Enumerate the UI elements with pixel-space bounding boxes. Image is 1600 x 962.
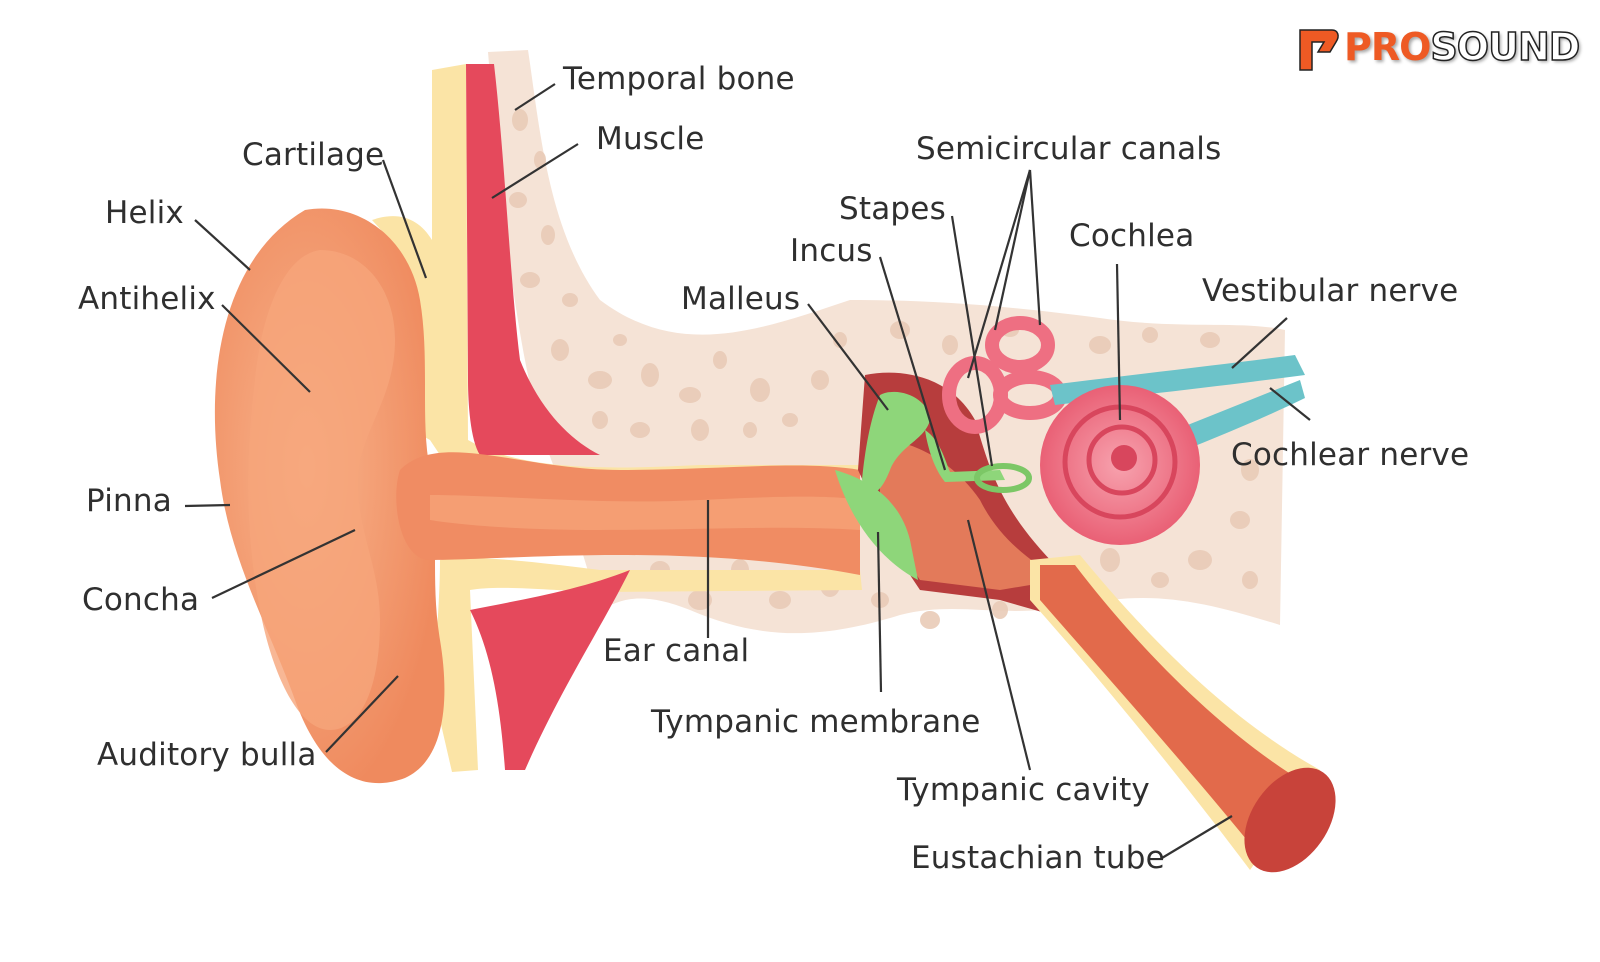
label-incus: Incus: [790, 233, 873, 269]
label-auditory-bulla: Auditory bulla: [97, 737, 317, 773]
label-tympanic-membrane: Tympanic membrane: [651, 704, 981, 740]
label-concha: Concha: [82, 582, 200, 618]
label-temporal-bone: Temporal bone: [563, 61, 795, 97]
label-cochlear-nerve: Cochlear nerve: [1231, 437, 1470, 473]
label-pinna: Pinna: [86, 483, 172, 519]
label-vestibular-nerve: Vestibular nerve: [1202, 273, 1459, 309]
cartilage-shape: [372, 64, 862, 772]
leader-lines: [184, 83, 1311, 859]
label-malleus: Malleus: [681, 281, 801, 317]
logo-text: PROSOUND: [1344, 25, 1581, 69]
label-muscle: Muscle: [596, 121, 705, 157]
label-semicircular-canals: Semicircular canals: [916, 131, 1222, 167]
label-eustachian-tube: Eustachian tube: [911, 840, 1165, 876]
label-ear-canal: Ear canal: [603, 633, 750, 669]
logo-mark-icon: [1299, 29, 1339, 71]
logo-part-pro: PRO: [1344, 25, 1431, 69]
label-cartilage: Cartilage: [242, 137, 385, 173]
label-antihelix: Antihelix: [78, 281, 216, 317]
eustachian-tube-shape: [1030, 555, 1336, 873]
logo-part-sound: SOUND: [1430, 25, 1581, 69]
pinna-shape: [214, 208, 445, 784]
prosound-logo: PROSOUND: [1296, 24, 1586, 80]
label-cochlea: Cochlea: [1069, 218, 1195, 254]
ear-canal-shape: [396, 452, 860, 575]
label-helix: Helix: [105, 195, 184, 231]
label-tympanic-cavity: Tympanic cavity: [897, 772, 1150, 808]
muscle-shape: [466, 64, 630, 770]
tympanic-membrane-shape: [835, 470, 918, 580]
label-stapes: Stapes: [839, 191, 946, 227]
